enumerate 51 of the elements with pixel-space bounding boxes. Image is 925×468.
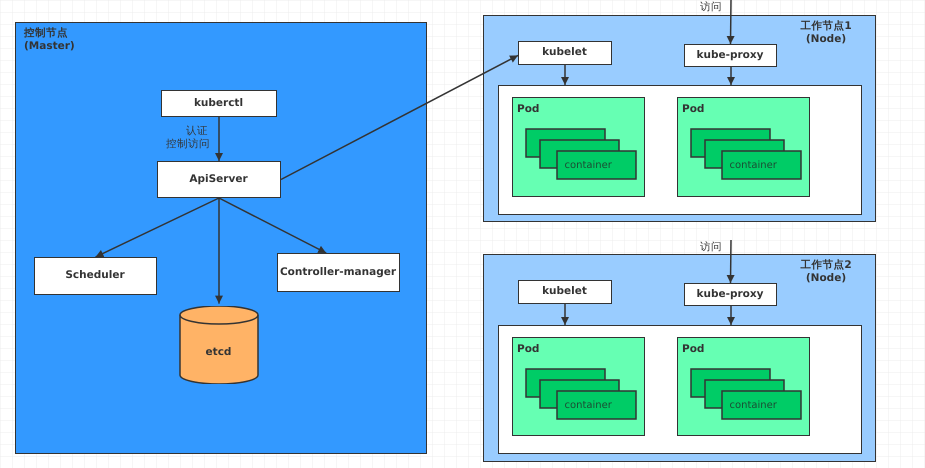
arrow <box>727 306 735 325</box>
arrow <box>561 304 569 325</box>
node-label: container <box>730 158 777 172</box>
component-box <box>34 256 156 294</box>
node-label: kubelet <box>542 46 587 59</box>
node-label: kube-proxy <box>696 288 764 300</box>
empty-box <box>498 324 862 454</box>
pod-box <box>512 337 645 436</box>
master-panel <box>15 22 427 454</box>
node-label: container <box>564 158 612 172</box>
component-box <box>518 280 612 304</box>
node-label: kube-proxy <box>696 48 764 62</box>
node-label: Controller-manager <box>280 266 396 278</box>
arrow <box>280 54 518 180</box>
node-label: Scheduler <box>65 269 125 282</box>
pod-label: Pod <box>682 103 704 116</box>
pod-box <box>677 337 810 436</box>
edge-label: 认证控制访问 <box>166 125 211 151</box>
pod-label: Pod <box>517 103 540 116</box>
component-box <box>276 252 400 292</box>
component-box <box>160 90 276 116</box>
pod-label: Pod <box>517 343 540 356</box>
arrow <box>215 198 223 304</box>
worker-panel <box>483 254 876 462</box>
panel-title: 工作节点2 (Node) <box>799 259 853 285</box>
arrow <box>727 67 735 85</box>
edge-label: 访问 <box>700 1 723 14</box>
empty-box <box>498 84 862 214</box>
arrow <box>726 0 735 44</box>
arrow <box>218 197 327 254</box>
arrow <box>726 240 735 283</box>
node-label: ApiServer <box>189 172 248 186</box>
component-box <box>684 44 776 66</box>
component-box <box>518 40 612 64</box>
worker-panel <box>483 15 876 222</box>
pod-box <box>512 97 645 197</box>
panel-title: 工作节点1 (Node) <box>799 20 853 46</box>
pod-label: Pod <box>682 343 704 356</box>
node-label: kuberctl <box>194 96 244 110</box>
arrow <box>215 117 223 161</box>
component-box <box>684 282 776 306</box>
edge-label: 访问 <box>700 241 723 254</box>
component-box <box>156 160 280 198</box>
node-label: etcd <box>206 346 232 359</box>
panel-title: 控制节点 (Master) <box>24 27 76 53</box>
arrow <box>561 65 569 85</box>
arrow <box>95 197 220 258</box>
node-label: container <box>730 398 777 412</box>
node-label: container <box>564 398 612 412</box>
pod-box <box>677 97 810 197</box>
node-label: kubelet <box>542 285 587 298</box>
